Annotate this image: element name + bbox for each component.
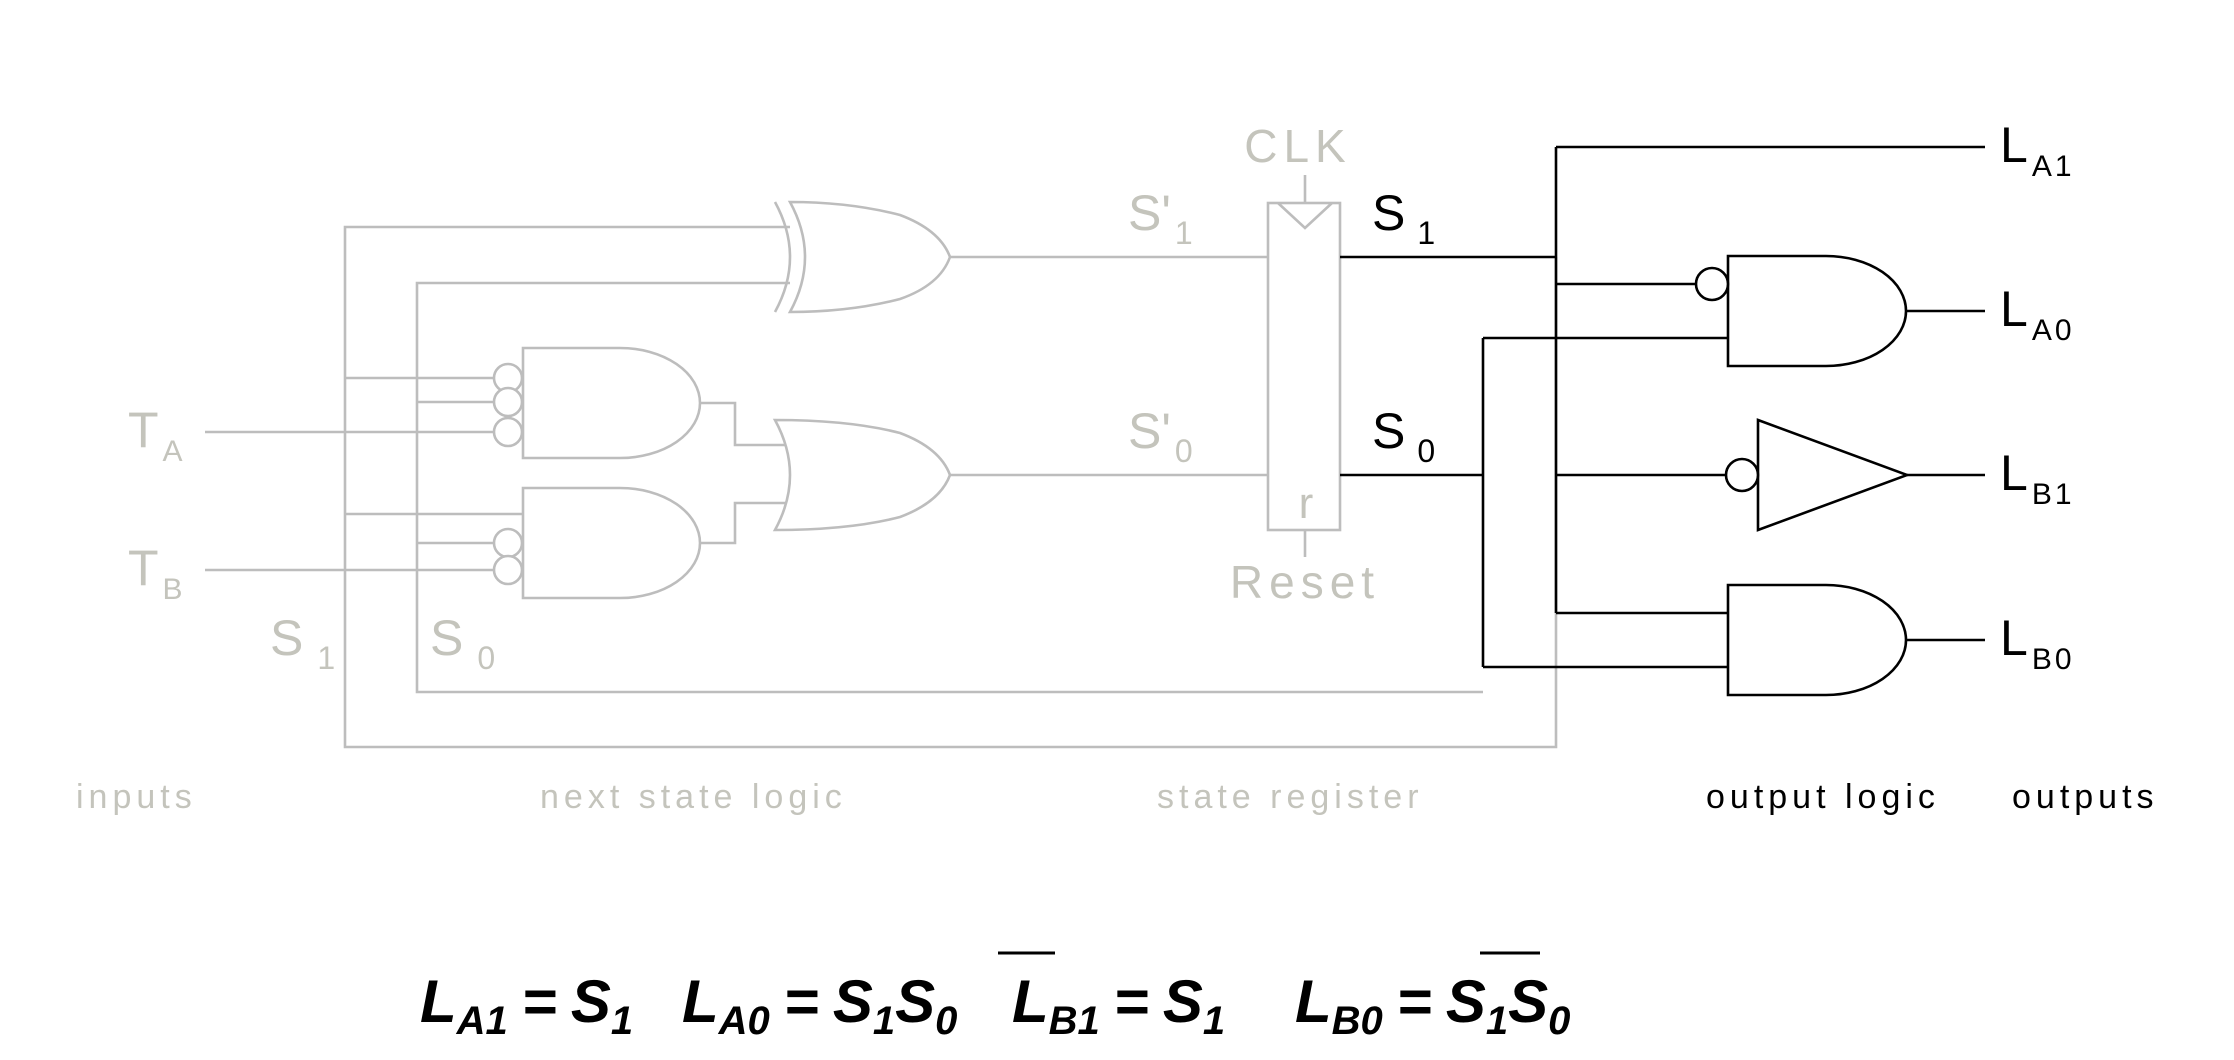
inverter-bubble [1694,266,1730,302]
xor-gate [773,200,952,314]
state-register [1266,201,1342,532]
caption-inputs: inputs [76,778,197,816]
equation-la1: LA1=S1 [420,968,633,1043]
caption-next-state-logic: next state logic [540,778,847,816]
caption-outputs: outputs [2012,778,2159,816]
inverter-bubble [492,416,524,448]
output-equations: LA1=S1 LA0=S1S0 LB1=S1 LB0=S1S0 [420,951,1570,1043]
caption-output-logic: output logic [1706,778,1940,816]
next-state-gates [492,200,952,600]
and-gate-la0 [1694,254,1908,368]
and-gate-1 [492,346,702,460]
s1-next-label: S'1 [1128,185,1193,251]
inverter-bubble [492,386,524,418]
s0-next-label: S'0 [1128,403,1193,469]
inverter-bubble [492,527,524,559]
and1-to-or-wire [700,401,785,447]
register-reset-r: r [1299,479,1314,528]
and-gate-lb0 [1726,583,1908,697]
equation-lb1: LB1=S1 [1012,968,1225,1043]
caption-state-register: state register [1157,778,1424,816]
clock-triangle [1277,202,1333,230]
reset-label: Reset [1230,556,1380,608]
equation-la0: LA0=S1S0 [682,968,957,1043]
and-gate-2 [492,486,702,600]
output-gates [1694,254,1911,697]
output-wiring [1340,145,1985,669]
s0-feedback-wire [415,281,1483,694]
inverter-bubble [492,554,524,586]
and2-to-or-wire [700,501,785,545]
clk-label: CLK [1244,120,1351,172]
section-captions: inputs next state logic state register o… [76,778,2159,816]
buffer-gate-lb1 [1724,418,1911,532]
inverter-bubble [1724,457,1760,493]
or-gate [772,418,952,532]
equation-lb0: LB0=S1S0 [1295,968,1570,1043]
